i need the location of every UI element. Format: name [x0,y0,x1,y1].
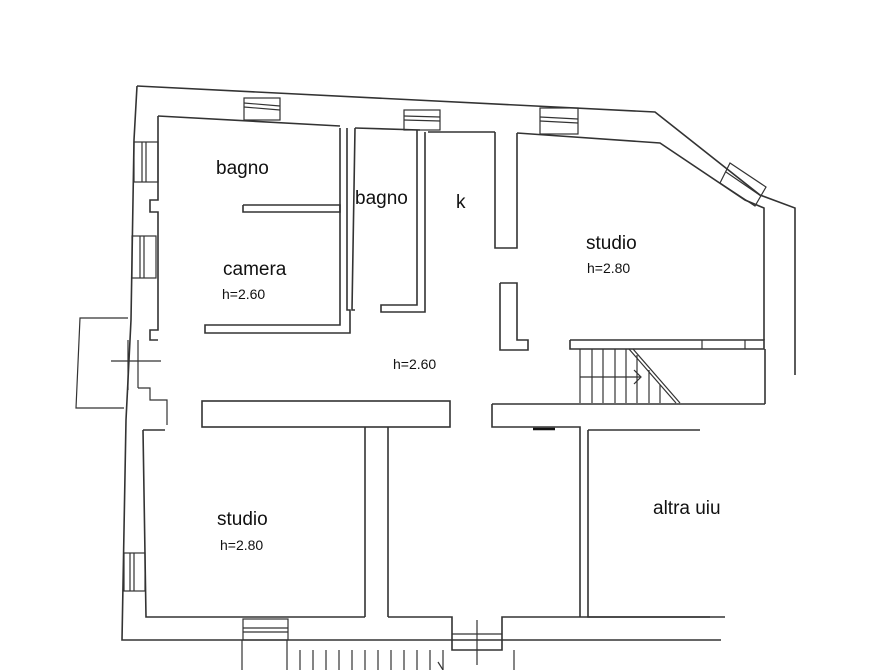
room-label-studio-ne: studio [586,233,637,254]
room-label-altra-uiu: altra uiu [653,498,721,519]
room-height-studio-sw: h=2.80 [220,537,264,553]
windows [123,97,767,641]
room-height-camera: h=2.60 [222,286,266,302]
room-height-studio-ne: h=2.80 [587,260,631,276]
window-top-1 [243,97,281,121]
room-label-bagno-1: bagno [216,158,269,179]
window-bottom [242,618,289,641]
interior-walls [201,127,766,618]
room-label-studio-sw: studio [217,509,268,530]
room-label-bagno-2: bagno [355,188,408,209]
room-height-corridor: h=2.60 [393,356,437,372]
entrance-left [75,317,168,425]
stairs-upper [579,348,681,404]
stairs-bottom [241,620,515,670]
room-label-kitchen: k [456,192,466,213]
room-label-camera: camera [223,259,287,280]
window-diagonal [719,162,767,207]
